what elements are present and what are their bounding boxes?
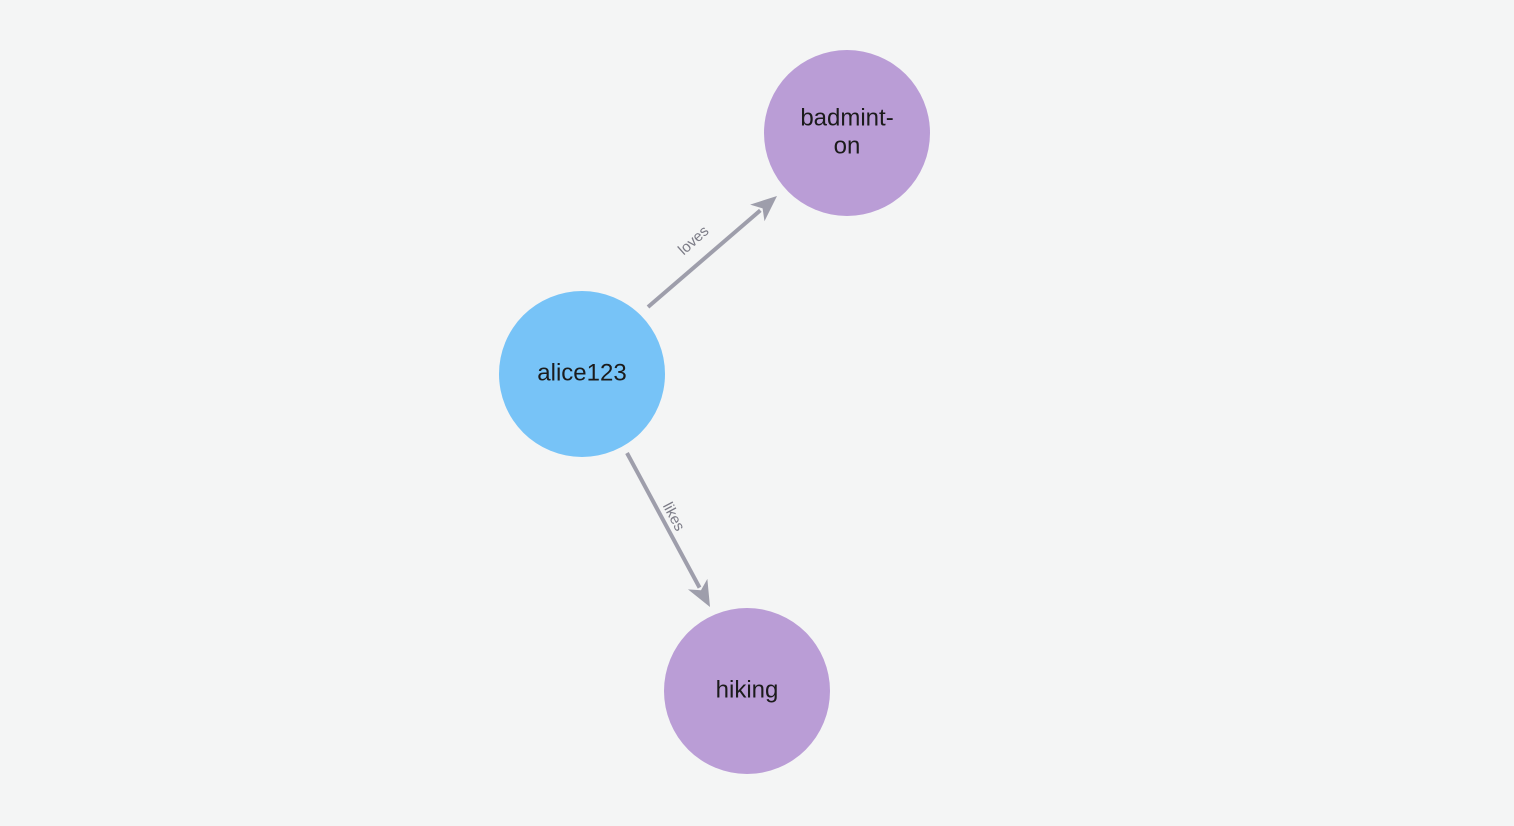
node-circle[interactable] [499, 291, 665, 457]
edge-arrowhead-icon [750, 196, 777, 222]
graph-node-hiking[interactable]: hiking [664, 608, 830, 774]
graph-edge[interactable]: likes [625, 452, 710, 607]
edge-line [625, 452, 702, 589]
edge-label: loves [675, 223, 712, 259]
edge-arrowhead-icon [687, 578, 710, 607]
graph-node-badminton[interactable]: badmint-on [764, 50, 930, 216]
node-circle[interactable] [764, 50, 930, 216]
edge-line [646, 208, 762, 309]
graph-node-alice123[interactable]: alice123 [499, 291, 665, 457]
nodes-layer: alice123 badmint-on hiking [499, 50, 930, 774]
node-circle[interactable] [664, 608, 830, 774]
graph-edge[interactable]: loves [646, 196, 777, 309]
